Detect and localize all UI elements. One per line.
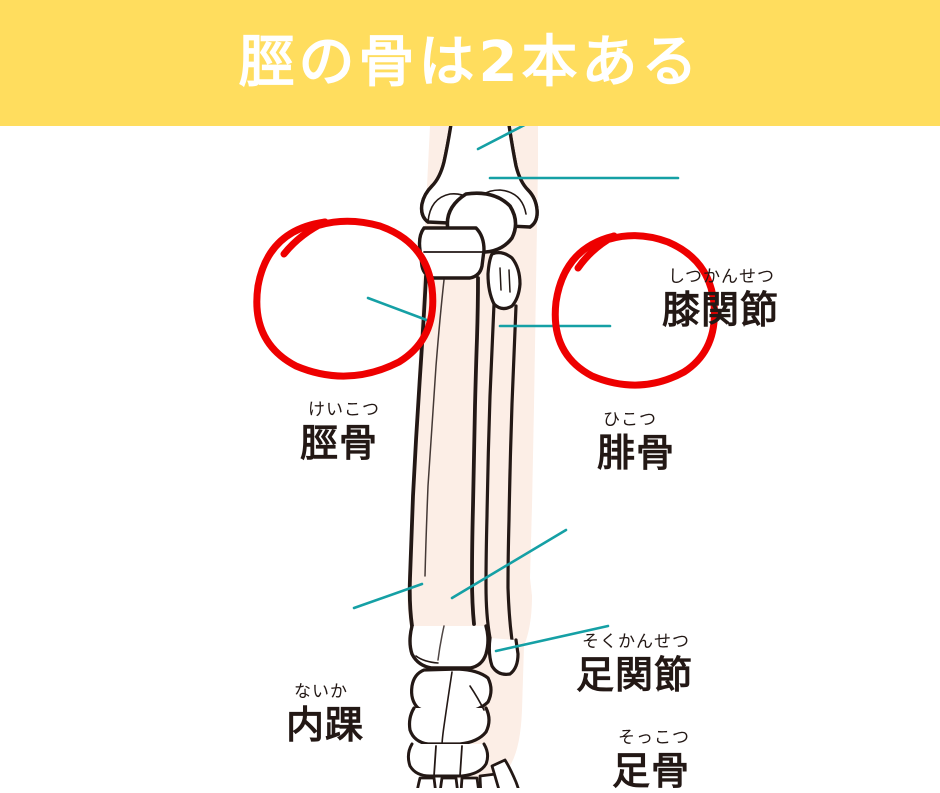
label-knee-joint-ruby: しつかんせつ: [668, 267, 775, 287]
leader-line-patella: [476, 126, 526, 151]
page-title: 脛の骨は2本ある: [238, 30, 702, 95]
label-foot-bones: そっこつ 足骨: [612, 728, 691, 793]
highlight-circle-tibia-tail: [280, 218, 329, 258]
label-medial-malleolus: ないか 内踝: [286, 682, 365, 747]
anatomy-illustration: しつかんせつ 膝関節 けいこつ 脛骨 ひこつ 腓骨 そくかんせつ 足関節 ないか…: [0, 126, 940, 793]
highlight-circle-tibia: [253, 217, 437, 380]
highlight-circle-fibula: [551, 232, 718, 389]
label-knee-joint: しつかんせつ 膝関節: [662, 267, 780, 332]
label-ankle-joint-text: 足関節: [576, 653, 694, 697]
highlight-circles: [253, 217, 718, 389]
leader-line-malleolus: [352, 582, 424, 610]
label-tibia-text: 脛骨: [300, 421, 379, 465]
label-fibula-text: 腓骨: [597, 431, 676, 475]
label-fibula-ruby: ひこつ: [603, 410, 657, 430]
leader-line-tibia: [366, 296, 434, 324]
label-foot-bones-ruby: そっこつ: [618, 728, 690, 748]
header-banner: 脛の骨は2本ある: [0, 0, 940, 126]
label-fibula: ひこつ 腓骨: [597, 410, 676, 475]
label-ankle-joint: そくかんせつ 足関節: [576, 632, 694, 697]
leader-line-ankle-joint: [450, 528, 568, 600]
label-ankle-joint-ruby: そくかんせつ: [582, 632, 690, 652]
skeleton-drawing: [406, 126, 539, 788]
label-knee-joint-text: 膝関節: [662, 288, 780, 332]
label-tibia: けいこつ 脛骨: [300, 400, 380, 465]
label-tibia-ruby: けいこつ: [308, 400, 380, 420]
highlight-circle-fibula-tail: [574, 232, 618, 272]
leader-lines: [352, 126, 680, 653]
label-foot-bones-text: 足骨: [612, 749, 691, 793]
leader-line-foot-bones: [494, 624, 610, 653]
label-medial-malleolus-ruby: ないか: [294, 682, 348, 702]
label-medial-malleolus-text: 内踝: [286, 703, 365, 747]
